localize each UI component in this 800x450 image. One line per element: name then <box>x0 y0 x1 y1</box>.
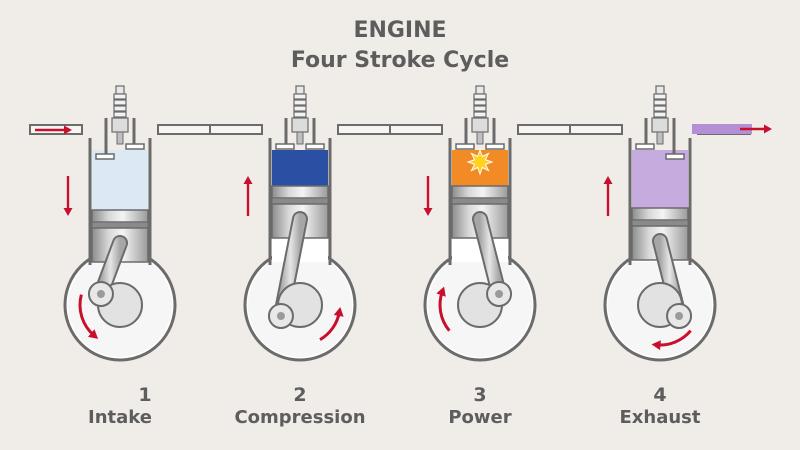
stroke-number-4: 4 <box>653 384 667 406</box>
spark-plug-icon <box>291 85 309 145</box>
exhaust-valve-head <box>125 143 145 150</box>
crank-rotation-arrow <box>78 294 99 339</box>
exhaust-port <box>157 124 211 135</box>
engine-intake <box>29 85 211 362</box>
crank-rotation-arrow <box>319 307 344 341</box>
piston-up-arrow <box>243 176 253 216</box>
spark-plug-icon <box>111 85 129 145</box>
exhaust-gas-flow <box>692 124 752 134</box>
intake-valve-head <box>275 143 295 150</box>
stroke-label-exhaust: Exhaust <box>619 407 701 428</box>
stroke-label-intake: Intake <box>88 407 152 428</box>
cylinder-charge <box>272 150 328 186</box>
diagram-title: ENGINE <box>353 18 447 43</box>
stroke-number-3: 3 <box>473 384 487 406</box>
exhaust-port <box>517 124 571 135</box>
stroke-number-2: 2 <box>293 384 307 406</box>
exhaust-valve-head <box>665 153 685 160</box>
intake-valve-head <box>95 153 115 160</box>
piston-up-arrow <box>603 176 613 216</box>
cylinder-charge <box>92 150 148 210</box>
intake-valve-head <box>635 143 655 150</box>
intake-flow-arrow <box>35 125 72 135</box>
exhaust-flow-arrow <box>740 124 772 134</box>
diagram-subtitle: Four Stroke Cycle <box>290 48 510 73</box>
intake-port <box>569 124 623 135</box>
intake-port <box>389 124 443 135</box>
crank-rotation-arrow <box>436 286 451 332</box>
piston-down-arrow <box>63 176 73 216</box>
stroke-label-power: Power <box>448 407 512 428</box>
exhaust-valve-head <box>485 143 505 150</box>
exhaust-port <box>337 124 391 135</box>
spark-plug-icon <box>651 85 669 145</box>
stroke-label-compression: Compression <box>234 407 366 428</box>
engine-compression <box>209 85 391 362</box>
spark-plug-icon <box>471 85 489 145</box>
engine-power <box>389 85 571 362</box>
piston-down-arrow <box>423 176 433 216</box>
intake-port <box>209 124 263 135</box>
spark-icon <box>466 148 494 176</box>
exhaust-valve-head <box>305 143 325 150</box>
intake-valve-head <box>455 143 475 150</box>
stroke-number-1: 1 <box>138 384 152 406</box>
crank-rotation-arrow <box>651 329 692 351</box>
